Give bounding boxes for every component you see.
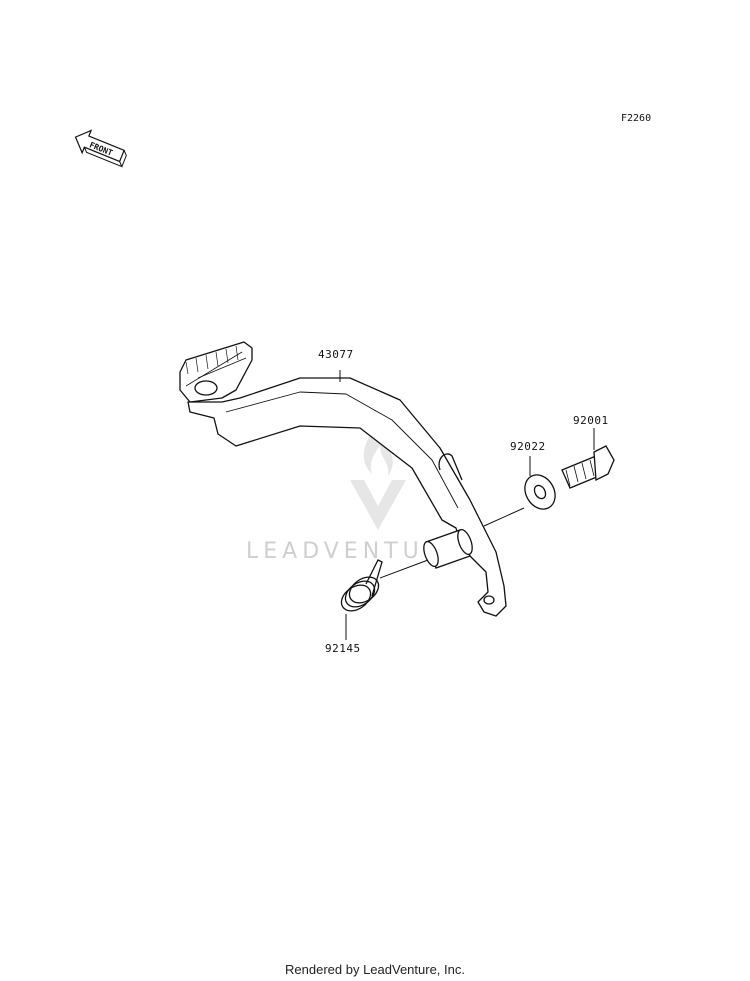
brake-pedal-43077[interactable] xyxy=(179,341,507,617)
part-label-92001[interactable]: 92001 xyxy=(573,414,609,427)
watermark-logo-icon xyxy=(350,432,406,530)
watermark-text: LEADVENTURE xyxy=(246,539,463,564)
footer-credit: Rendered by LeadVenture, Inc. xyxy=(285,962,465,977)
part-label-92145[interactable]: 92145 xyxy=(325,642,361,655)
part-label-92022[interactable]: 92022 xyxy=(510,440,546,453)
front-arrow-icon: FRONT xyxy=(74,129,127,168)
pivot-collar[interactable] xyxy=(421,528,475,569)
bolt-92001[interactable] xyxy=(561,445,615,489)
leader-lines xyxy=(339,370,595,640)
washer-92022[interactable] xyxy=(519,469,561,514)
part-label-43077[interactable]: 43077 xyxy=(318,348,354,361)
diagram-code: F2260 xyxy=(621,113,651,124)
spring-92145[interactable] xyxy=(337,559,384,616)
